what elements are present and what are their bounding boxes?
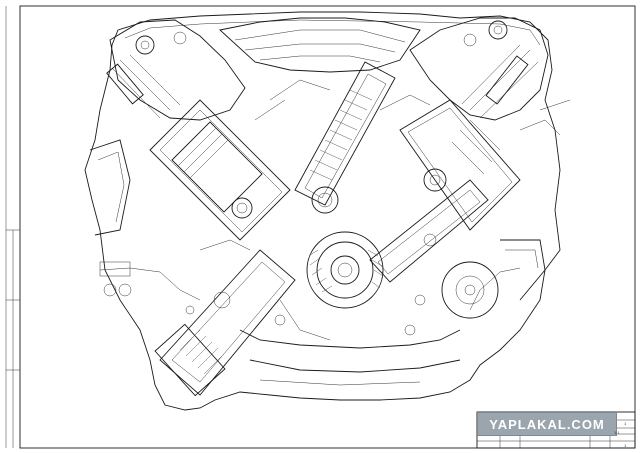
block-outline: [84, 11, 561, 411]
right-cylinder-head: [409, 17, 549, 121]
detail-linework: [185, 79, 571, 336]
lower-left-rod-assembly: [154, 249, 296, 397]
watermark-badge: YAPLAKAL.COM: [477, 412, 617, 436]
left-piston: [171, 121, 263, 213]
crankshaft-journal: [306, 231, 384, 309]
right-cylinder-bore: [399, 99, 521, 231]
crankpin: [330, 255, 360, 285]
left-piston-pin: [231, 197, 253, 219]
scale-value: 1:1: [614, 430, 620, 435]
watermark-text: YAPLAKAL.COM: [489, 416, 605, 432]
right-camshaft-circle: [488, 20, 508, 40]
lower-right-connecting-rod: [369, 179, 489, 283]
left-cylinder-head: [106, 19, 246, 121]
left-accessory-housing: [89, 139, 132, 297]
left-camshaft-circle: [135, 35, 155, 55]
right-accessory-housing: [414, 233, 546, 319]
oil-pan: [239, 299, 461, 386]
sheet-number: 1: [624, 421, 627, 426]
sheets-count: 1: [624, 443, 627, 448]
drawing-frame: [19, 5, 636, 449]
right-piston-pin: [423, 168, 447, 192]
intake-valley: [219, 17, 421, 73]
upper-connecting-rod: [294, 61, 396, 214]
left-cylinder-bore: [149, 99, 291, 241]
